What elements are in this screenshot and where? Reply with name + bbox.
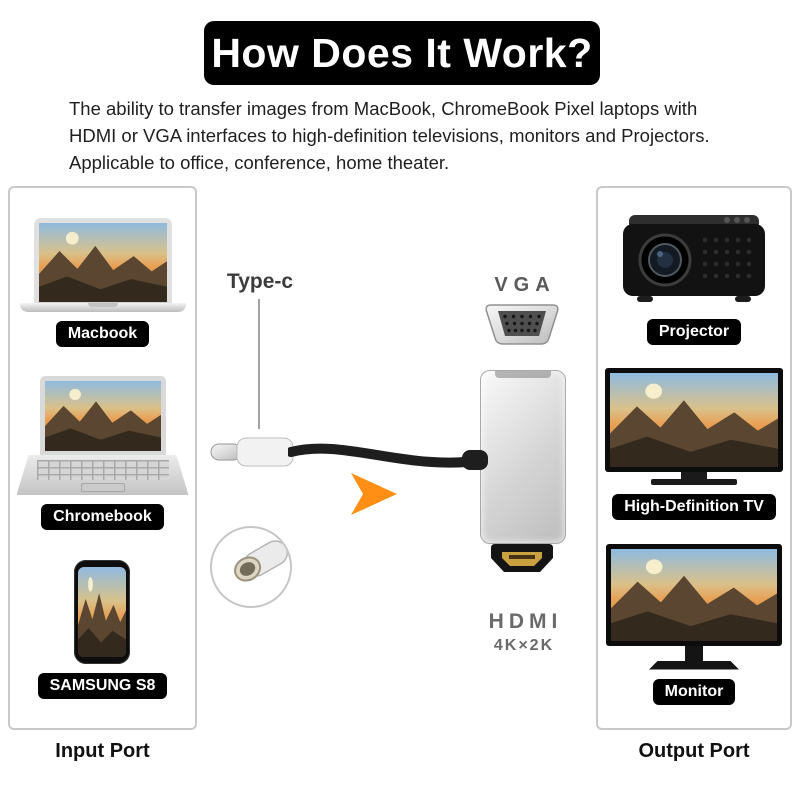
- hdtv-label: High-Definition TV: [612, 494, 776, 520]
- chromebook-group: Chromebook: [16, 376, 189, 530]
- usb-c-plug-icon: [210, 437, 294, 467]
- projector-image: [623, 214, 765, 302]
- usb-c-closeup-inset: [210, 526, 292, 608]
- input-panel: Macbook Chromebook SAMSUNG S8: [8, 186, 197, 730]
- hdmi-port-icon: [491, 544, 553, 572]
- monitor-image: [606, 543, 782, 670]
- chromebook-screen: [39, 376, 166, 456]
- macbook-image: [19, 217, 186, 312]
- vga-label: VGA: [494, 274, 556, 296]
- forward-arrow-icon: [351, 473, 397, 515]
- hdtv-image: [605, 368, 783, 485]
- samsung-s8-group: SAMSUNG S8: [37, 559, 168, 699]
- title-banner: How Does It Work?: [204, 21, 600, 85]
- chromebook-image: [16, 376, 189, 495]
- chromebook-keyboard: [16, 455, 189, 495]
- monitor-label: Monitor: [652, 678, 736, 705]
- samsung-s8-image: [74, 559, 131, 664]
- output-panel: Projector High-Definition TV: [596, 186, 792, 730]
- samsung-s8-screen: [78, 567, 126, 657]
- samsung-s8-label: SAMSUNG S8: [37, 672, 168, 699]
- macbook-label: Macbook: [55, 320, 150, 347]
- typec-leader-line: [258, 299, 260, 429]
- monitor-group: Monitor: [606, 543, 782, 705]
- output-port-footer: Output Port: [638, 740, 750, 762]
- hdmi-label: HDMI: [488, 610, 563, 633]
- input-port-footer: Input Port: [55, 740, 150, 762]
- adapter-body-image: [480, 370, 566, 544]
- macbook-base: [19, 302, 186, 312]
- typec-label: Type-c: [226, 270, 294, 293]
- projector-group: Projector: [619, 212, 769, 345]
- chromebook-label: Chromebook: [41, 504, 164, 530]
- macbook-group: Macbook: [19, 217, 186, 347]
- macbook-screen: [33, 217, 172, 304]
- hdmi-resolution-label: 4K×2K: [493, 637, 555, 654]
- hdtv-group: High-Definition TV: [605, 368, 783, 520]
- intro-text: The ability to transfer images from MacB…: [69, 98, 710, 173]
- cable-image: [288, 443, 488, 470]
- projector-label: Projector: [646, 318, 742, 345]
- vga-port-icon: [485, 304, 559, 345]
